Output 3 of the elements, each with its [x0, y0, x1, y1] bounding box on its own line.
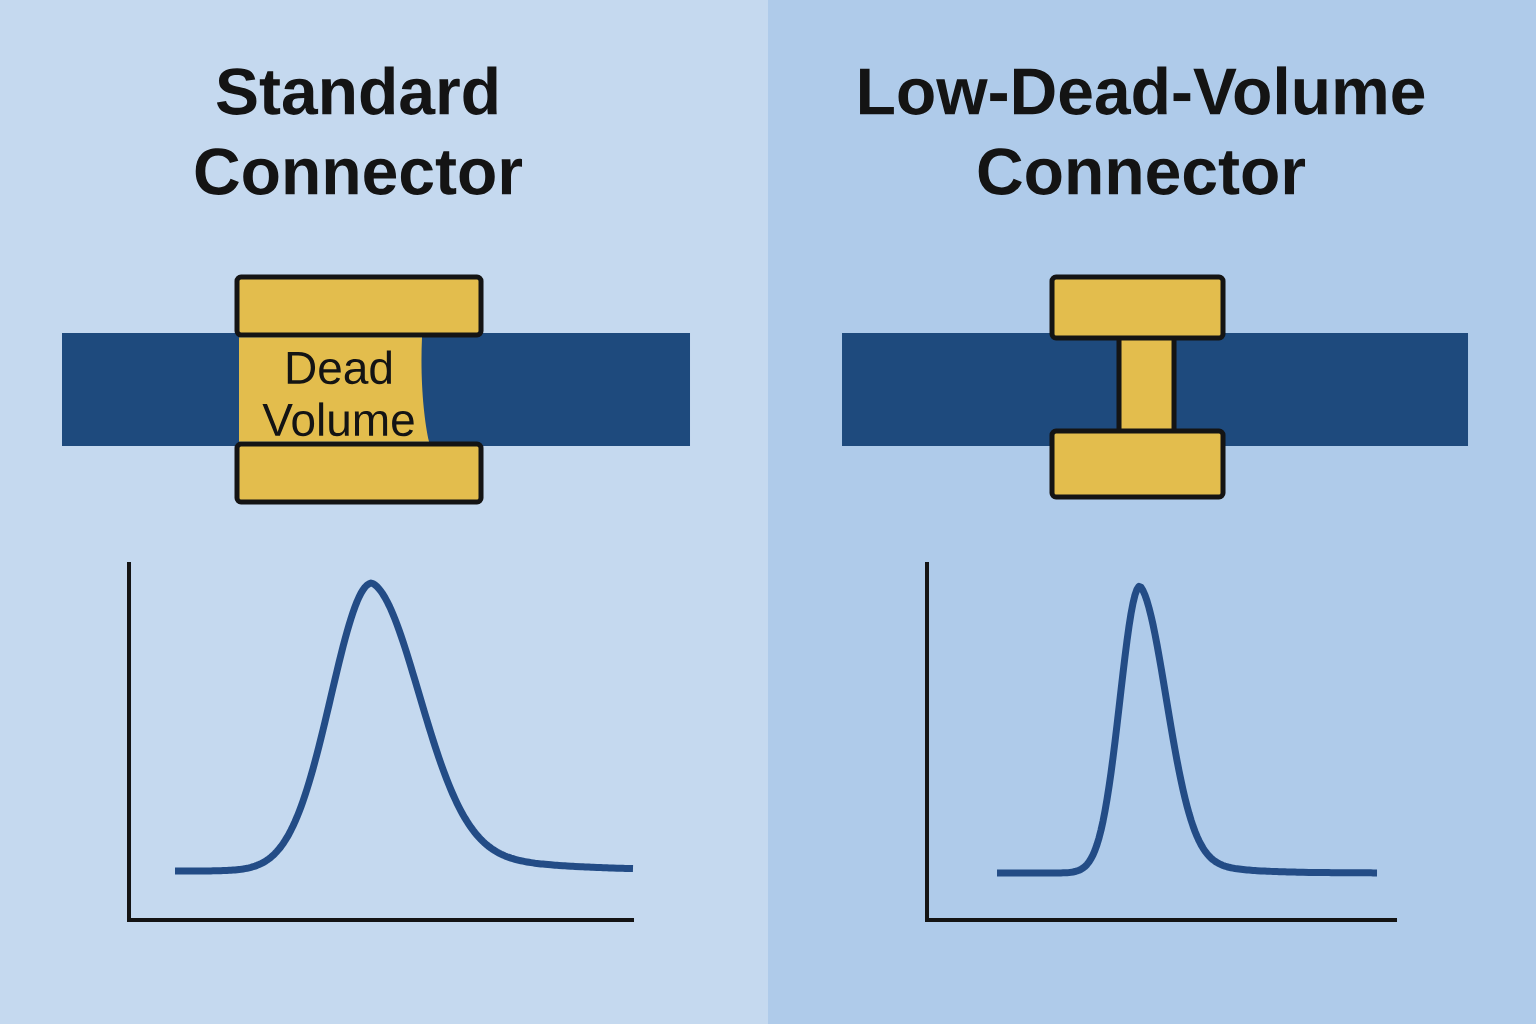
panel-title: Low-Dead-Volume Connector: [860, 66, 1425, 195]
dead-volume-chamber: Dead Volume: [239, 337, 429, 442]
panel-title: Standard Connector: [195, 66, 522, 195]
